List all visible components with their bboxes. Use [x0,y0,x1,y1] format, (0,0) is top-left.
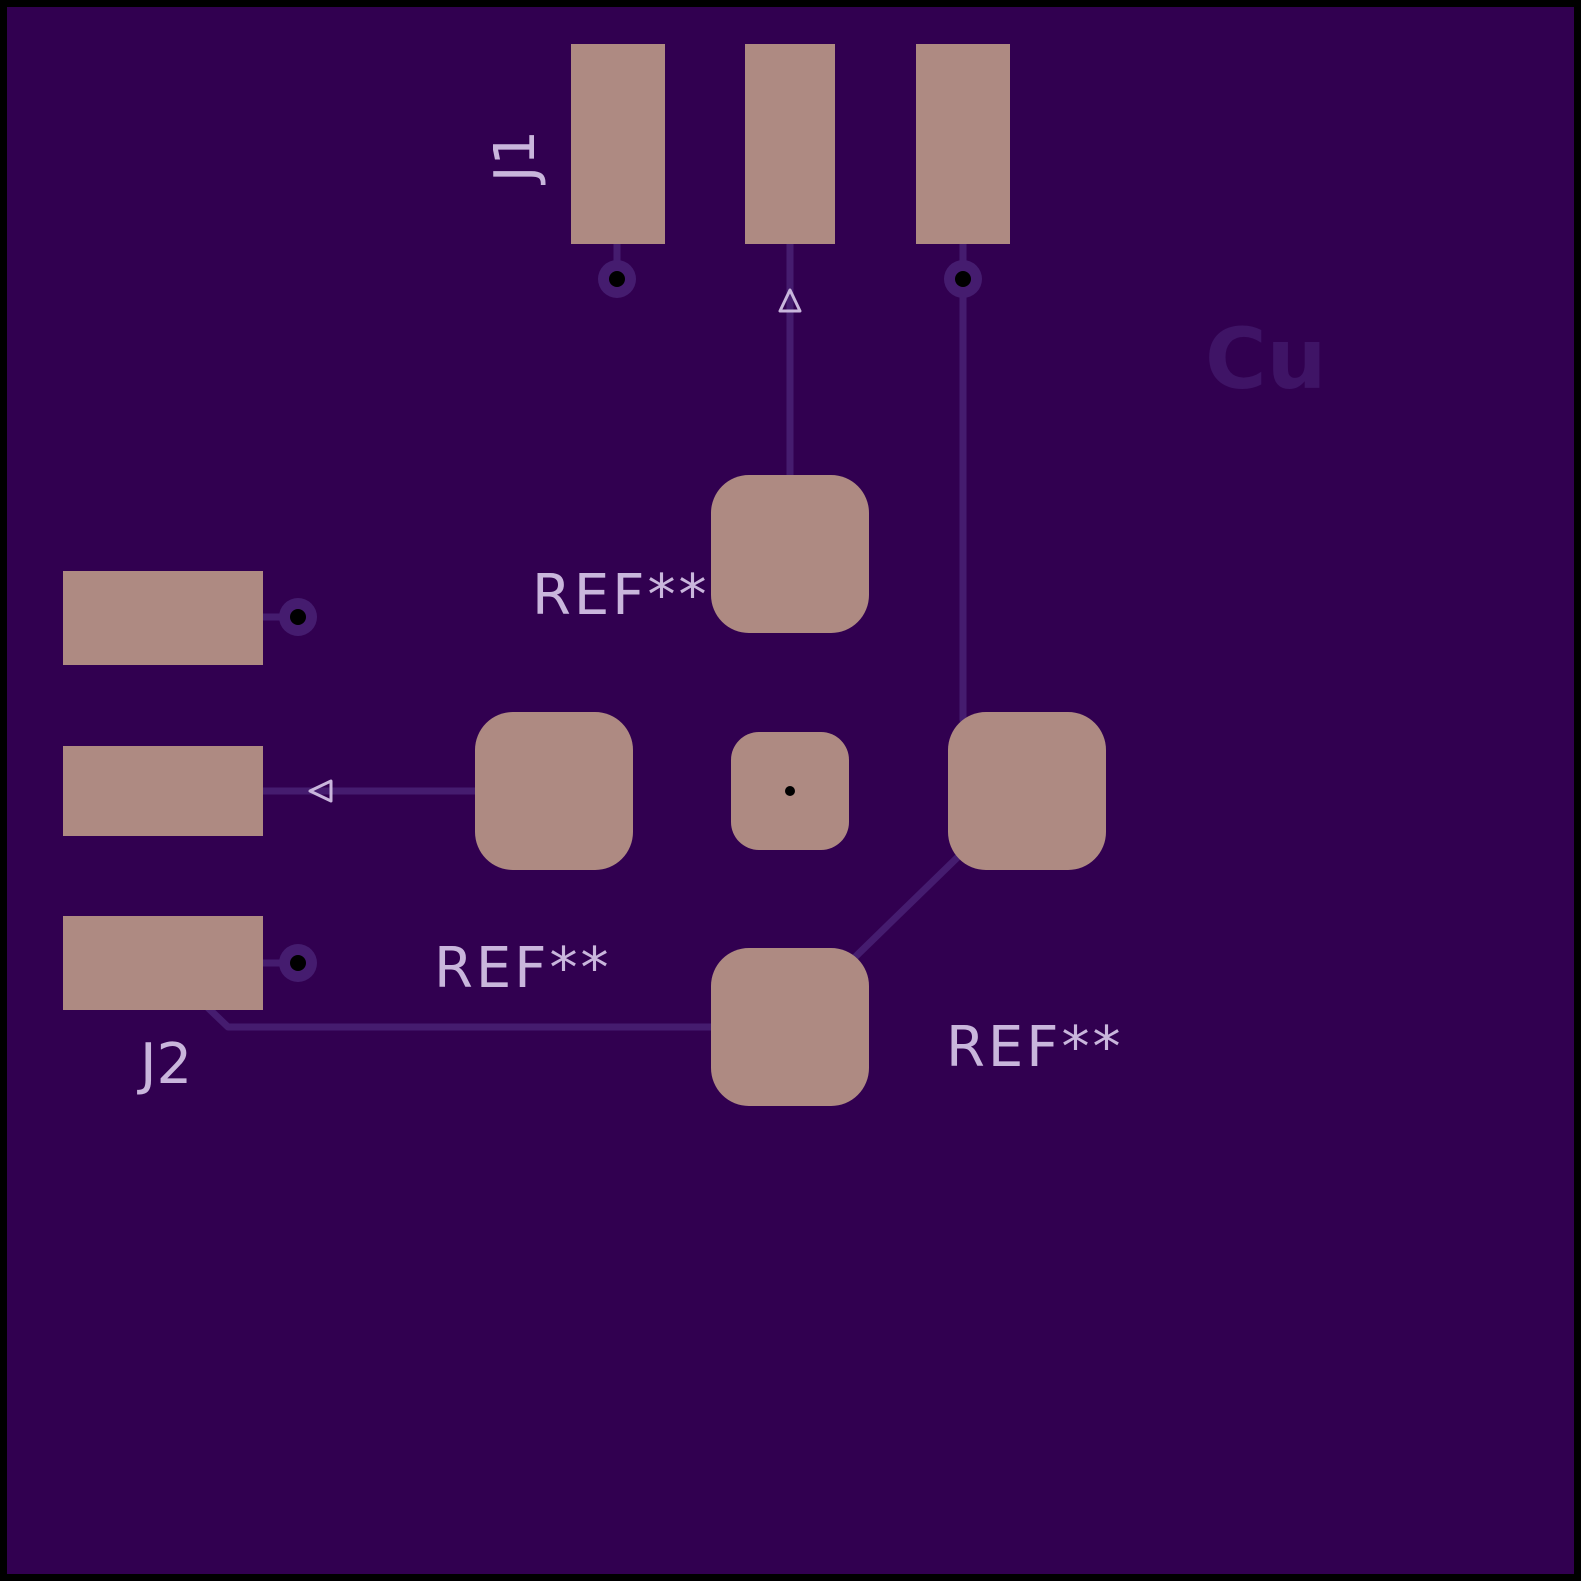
center-pad-hole-icon [785,786,795,796]
via-j2-pin1 [279,598,317,636]
triangle-marker-icon [778,288,802,313]
layer-label: Cu [1205,310,1326,408]
via-dot-icon [290,955,306,971]
track-j2-bottom-pad [201,1001,726,1031]
pad-right [948,712,1106,870]
tracks [201,236,967,1031]
track-bottom-right-pad [846,848,967,966]
j1-pin1-pad [571,44,665,244]
j2-connector [63,571,263,1010]
j2-ref-label: J2 [137,1032,192,1097]
j2-pin2-pad [63,746,263,836]
j1-pin2-pad [745,44,835,244]
via-j2-pin3 [279,944,317,982]
j2-pin1-pad [63,571,263,665]
footprint-pads [475,475,1106,1106]
triangle-marker-icon [308,779,333,803]
via-dot-icon [955,271,971,287]
ref-label-left: REF** [434,936,612,1001]
vias [279,260,982,982]
silkscreen-markers [308,288,802,803]
j2-pin3-pad [63,916,263,1010]
pad-left [475,712,633,870]
via-dot-icon [609,271,625,287]
ref-label-top: REF** [532,563,710,628]
via-dot-icon [290,609,306,625]
ref-label-right: REF** [946,1015,1124,1080]
j1-ref-label: J1 [483,130,548,185]
via-j1-pin3 [944,260,982,298]
pad-top [711,475,869,633]
j1-connector [571,44,1010,244]
via-j1-pin1 [598,260,636,298]
j1-pin3-pad [916,44,1010,244]
pad-bottom [711,948,869,1106]
